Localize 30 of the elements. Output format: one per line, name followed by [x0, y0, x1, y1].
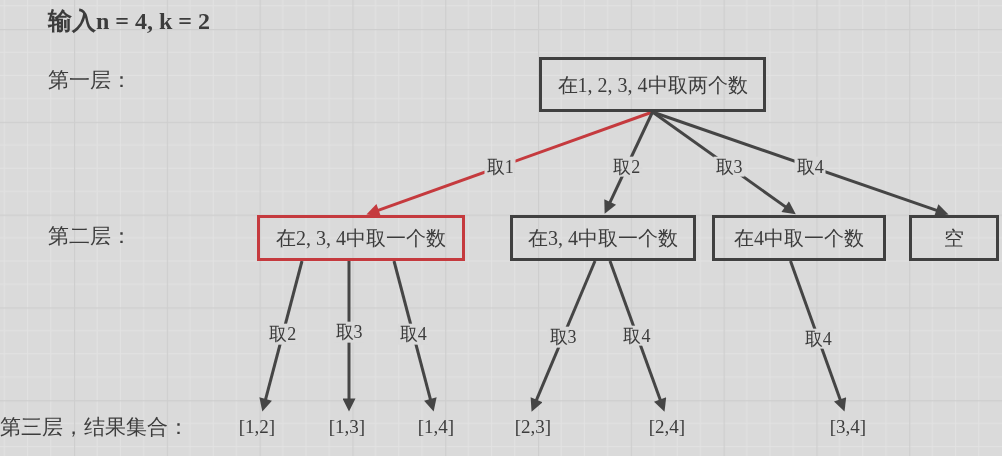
edge-label: 取4 [794, 156, 826, 177]
process-box: 空 [909, 215, 999, 261]
process-box: 在3, 4中取一个数 [510, 215, 696, 261]
arrow [366, 110, 653, 217]
edge-label: 取2 [267, 323, 299, 345]
edge-label: 取1 [484, 156, 516, 177]
title: 输入n = 4, k = 2 [48, 8, 211, 36]
edge-label: 取3 [333, 322, 365, 343]
process-box: 在1, 2, 3, 4中取两个数 [539, 57, 766, 112]
level-label: 第二层： [48, 223, 132, 249]
result-label: [3,4] [829, 416, 867, 438]
process-box: 在4中取一个数 [712, 215, 886, 261]
result-label: [1,3] [328, 416, 366, 438]
result-label: [1,4] [417, 416, 455, 438]
arrow [789, 260, 847, 412]
arrow [608, 260, 667, 412]
result-label: [2,4] [648, 416, 686, 438]
arrow [342, 261, 356, 412]
result-label: [2,3] [514, 416, 552, 438]
edge-label: 取4 [802, 328, 834, 349]
process-box: 在2, 3, 4中取一个数 [257, 215, 465, 261]
edge-label: 取3 [547, 326, 579, 348]
edge-label: 取4 [397, 323, 429, 345]
result-label: [1,2] [238, 416, 276, 438]
level-label: 第一层： [48, 67, 132, 93]
edge-label: 取4 [621, 325, 653, 346]
level-label: 第三层，结果集合： [0, 414, 189, 440]
edge-label: 取3 [713, 156, 745, 177]
arrow [652, 110, 949, 217]
edge-label: 取2 [611, 156, 643, 177]
